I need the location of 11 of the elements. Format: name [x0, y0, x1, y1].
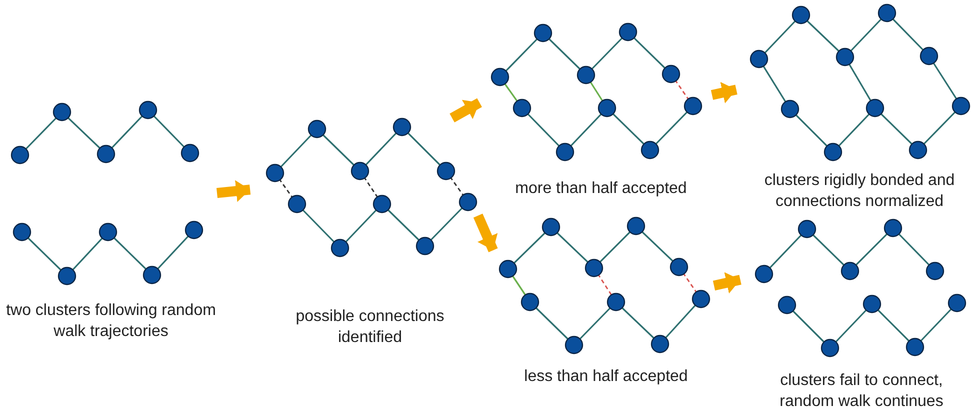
arrow [710, 82, 738, 104]
caption-text: less than half accepted [523, 367, 689, 387]
arrow [712, 272, 742, 294]
caption-text: possible connections identified [294, 307, 446, 348]
caption-text: two clusters following random walk trajectories [5, 301, 217, 342]
arrow [450, 98, 482, 122]
caption-text: more than half accepted [514, 179, 688, 199]
caption-text: clusters rigidly bonded and connections normalized [763, 171, 956, 212]
arrow [473, 214, 498, 252]
caption-text: clusters fail to connect, random walk continues [778, 371, 944, 412]
arrow [216, 180, 251, 202]
